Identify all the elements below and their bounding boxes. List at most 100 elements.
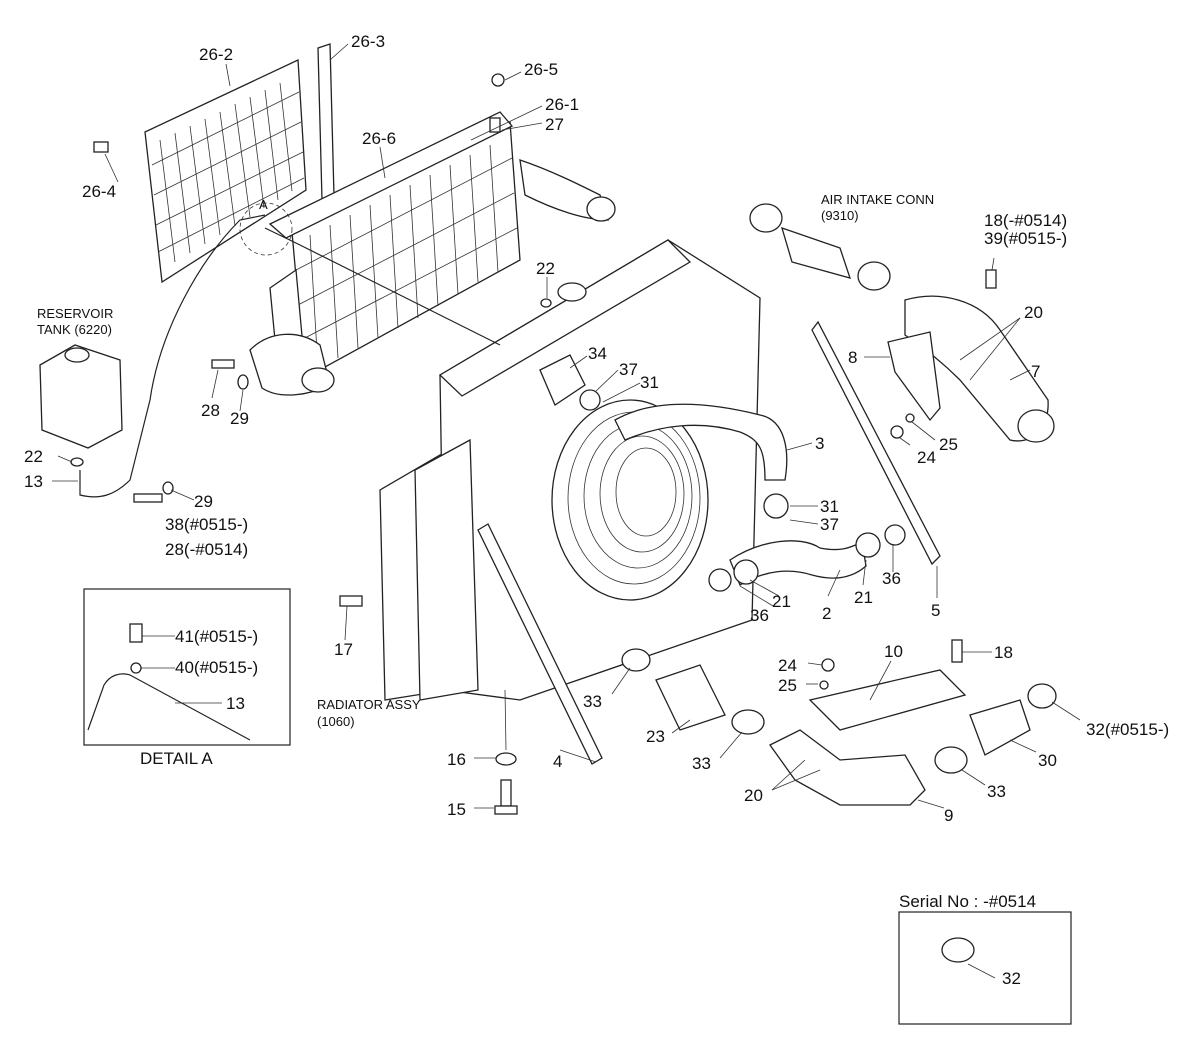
clamp-21b xyxy=(855,532,881,558)
stay-5 xyxy=(811,320,941,566)
callout-26-2: 26-2 xyxy=(199,45,233,64)
callout-9: 9 xyxy=(944,806,953,825)
clamp-33a xyxy=(621,648,651,672)
leader-lines xyxy=(52,43,1081,979)
callout-33-left: 33 xyxy=(583,692,602,711)
serial-title: Serial No : -#0514 xyxy=(899,892,1036,911)
clamp-36a xyxy=(733,559,759,585)
detail-a-washer xyxy=(130,662,142,674)
callout-2: 2 xyxy=(822,604,831,623)
radiator-assembly xyxy=(379,239,906,701)
callout-30: 30 xyxy=(1038,751,1057,770)
reservoir-tank xyxy=(39,214,501,498)
callout-37-upper: 37 xyxy=(619,360,638,379)
bolt-28 xyxy=(211,359,235,369)
reservoir-caption-1: RESERVOIR xyxy=(37,306,113,321)
callout-41: 41(#0515-) xyxy=(175,627,258,646)
callout-7: 7 xyxy=(1031,362,1040,381)
callout-10: 10 xyxy=(884,642,903,661)
bolt-18 xyxy=(985,269,997,289)
intake-pipe-end xyxy=(1017,409,1055,443)
detail-a-title: DETAIL A xyxy=(140,749,213,768)
air-intake-caption-1: AIR INTAKE CONN xyxy=(821,192,934,207)
intake-pipe-9 xyxy=(769,729,926,806)
inlet-pipe-end xyxy=(586,196,616,222)
outlet-pipe-end xyxy=(301,367,335,393)
serial-clamp xyxy=(941,937,975,963)
overflow-pipe xyxy=(264,227,501,346)
callout-15: 15 xyxy=(447,800,466,819)
callout-5: 5 xyxy=(931,601,940,620)
nut-24 xyxy=(890,425,904,439)
callout-28: 28 xyxy=(201,401,220,420)
intercooler-assembly: A xyxy=(144,43,616,396)
nut-24b xyxy=(821,658,835,672)
callout-26-1: 26-1 xyxy=(545,95,579,114)
stay-4 xyxy=(477,523,603,765)
serial-box: Serial No : -#0514 xyxy=(898,892,1072,1025)
callout-21-left: 21 xyxy=(772,592,791,611)
clamp-22 xyxy=(70,457,84,467)
callout-39: 39(#0515-) xyxy=(984,229,1067,248)
callout-26-6: 26-6 xyxy=(362,129,396,148)
callout-29-upper: 29 xyxy=(230,409,249,428)
detail-a-marker: A xyxy=(259,197,268,212)
callout-33-mid: 33 xyxy=(692,754,711,773)
callout-8: 8 xyxy=(848,348,857,367)
radiator-front-panel xyxy=(414,438,479,701)
callout-32-serial: 32 xyxy=(1002,969,1021,988)
radiator-caption-2: (1060) xyxy=(317,714,355,729)
callout-24-lower: 24 xyxy=(778,656,797,675)
clamp-33c xyxy=(934,746,968,774)
bolt-17 xyxy=(339,595,363,607)
detail-a-circle xyxy=(239,202,293,256)
hose-23 xyxy=(655,664,726,731)
detail-a-bolt xyxy=(129,623,143,643)
clamp-intake-2 xyxy=(857,261,891,291)
air-intake-parts xyxy=(621,203,1057,806)
core-top-tank xyxy=(268,111,514,239)
callout-13: 13 xyxy=(24,472,43,491)
callout-24-upper: 24 xyxy=(917,448,936,467)
callout-36-left: 36 xyxy=(750,606,769,625)
callout-31-lower: 31 xyxy=(820,497,839,516)
stays xyxy=(477,320,941,765)
bolt-18b xyxy=(951,639,963,663)
clamp-31 xyxy=(763,493,789,519)
serial-frame xyxy=(898,911,1072,1025)
callout-26-3: 26-3 xyxy=(351,32,385,51)
callout-20-lower: 20 xyxy=(744,786,763,805)
captions: RESERVOIR TANK (6220) AIR INTAKE CONN (9… xyxy=(37,192,934,729)
callout-25-upper: 25 xyxy=(939,435,958,454)
callout-13-detail: 13 xyxy=(226,694,245,713)
side-bracket xyxy=(317,43,335,201)
bracket-8 xyxy=(887,331,941,422)
callout-20-upper: 20 xyxy=(1024,303,1043,322)
hose-30 xyxy=(969,699,1031,756)
callout-26-5: 26-5 xyxy=(524,60,558,79)
detail-a: DETAIL A xyxy=(83,588,291,768)
reservoir-body xyxy=(39,344,123,449)
radiator-caption-1: RADIATOR ASSY xyxy=(317,697,421,712)
callout-28-serial: 28(-#0514) xyxy=(165,540,248,559)
clamp-36b xyxy=(884,524,906,546)
callout-25-lower: 25 xyxy=(778,676,797,695)
callout-4: 4 xyxy=(553,752,562,771)
coupling xyxy=(539,354,586,406)
callout-27: 27 xyxy=(545,115,564,134)
core-fins xyxy=(295,144,518,369)
detail-a-pipe xyxy=(87,673,251,741)
nut-26-5 xyxy=(491,73,505,87)
washer-29b xyxy=(162,481,174,495)
air-intake-caption-2: (9310) xyxy=(821,208,859,223)
callout-21-right: 21 xyxy=(854,588,873,607)
callout-3: 3 xyxy=(815,434,824,453)
callout-22-upper: 22 xyxy=(536,259,555,278)
washer-25 xyxy=(905,413,915,423)
callout-18-serial: 18(-#0514) xyxy=(984,211,1067,230)
callout-22-lower: 22 xyxy=(24,447,43,466)
washer-25b xyxy=(819,680,829,690)
reservoir-cap xyxy=(64,347,90,363)
bolt-15 xyxy=(500,779,512,807)
grille-mesh xyxy=(151,82,305,263)
